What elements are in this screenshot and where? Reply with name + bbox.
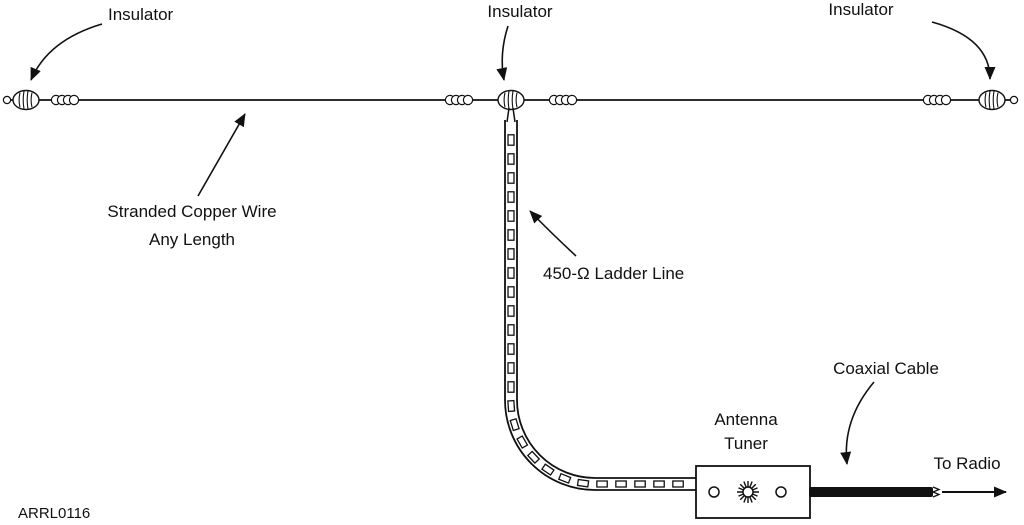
label-to-radio: To Radio — [933, 454, 1000, 473]
insulator-body — [12, 89, 40, 111]
figure-code: ARRL0116 — [18, 505, 90, 522]
wire-coil — [922, 94, 952, 106]
insulator-body — [978, 89, 1006, 111]
callout-arrows — [30, 21, 1007, 498]
label-insulator-left: Insulator — [108, 5, 174, 24]
insulator-right-assembly — [922, 89, 1019, 111]
arrow-stranded-wire — [197, 113, 246, 197]
arrow-insulator-center — [496, 25, 509, 81]
ladder-line-window — [507, 229, 515, 241]
ladder-line-window — [507, 399, 516, 413]
insulator-left-assembly — [2, 89, 80, 111]
tuner-knob-icon — [737, 481, 759, 503]
wire-end-loop — [2, 95, 12, 105]
ladder-line-window — [507, 191, 515, 203]
arrow-insulator-left — [30, 23, 103, 81]
label-stranded-wire-line2: Any Length — [149, 230, 235, 249]
ladder-line-rungs — [507, 134, 684, 488]
coax-body — [809, 487, 933, 497]
wire-end-loop — [1009, 95, 1019, 105]
arrow-ladder-line — [529, 210, 577, 257]
label-stranded-wire-line1: Stranded Copper Wire — [107, 202, 276, 221]
label-coaxial-cable: Coaxial Cable — [833, 359, 939, 378]
label-insulator-center: Insulator — [487, 2, 553, 21]
ladder-line-window — [615, 480, 627, 488]
label-insulator-right: Insulator — [828, 0, 894, 19]
tuner-terminal-right — [775, 486, 787, 498]
ladder-line-window — [507, 286, 515, 298]
ladder-line-window — [516, 435, 529, 449]
ladder-line-window — [507, 267, 515, 279]
ladder-line-window — [507, 210, 515, 222]
ladder-line-window — [507, 248, 515, 260]
label-ladder-line: 450-Ω Ladder Line — [543, 264, 684, 283]
ladder-line-window — [509, 417, 520, 432]
antenna-tuner — [695, 465, 811, 519]
coax-braid-end — [931, 486, 941, 498]
ladder-line-window — [507, 153, 515, 165]
ladder-line-window — [596, 480, 608, 488]
wire-coil — [548, 94, 578, 106]
insulator-body — [497, 89, 525, 111]
tuner-terminal-left — [708, 486, 720, 498]
ladder-line-window — [672, 480, 684, 488]
ladder-line-window — [507, 362, 515, 374]
ladder-line-conductor-inner — [516, 120, 698, 479]
ladder-line-conductor-outer — [504, 120, 698, 491]
arrow-coax — [840, 381, 875, 465]
ladder-line-window — [507, 305, 515, 317]
ladder-line-window — [541, 463, 555, 476]
ladder-line-window — [653, 480, 665, 488]
coaxial-cable — [809, 486, 941, 498]
ladder-line-window — [507, 172, 515, 184]
arrow-insulator-right — [931, 21, 996, 80]
ladder-line-window — [507, 343, 515, 355]
ladder-line — [504, 107, 698, 491]
ladder-line-window — [634, 480, 646, 488]
ladder-line-window — [507, 134, 515, 146]
ladder-line-window — [557, 472, 572, 484]
ladder-line-window — [576, 478, 590, 488]
ladder-line-feedpoint — [506, 107, 516, 123]
ladder-line-window — [507, 324, 515, 336]
wire-coil — [50, 94, 80, 106]
ladder-line-window — [526, 450, 541, 465]
wire-coil — [444, 94, 474, 106]
ladder-line-window — [507, 381, 515, 393]
label-antenna-tuner-line2: Tuner — [724, 434, 768, 453]
label-antenna-tuner-line1: Antenna — [714, 410, 778, 429]
